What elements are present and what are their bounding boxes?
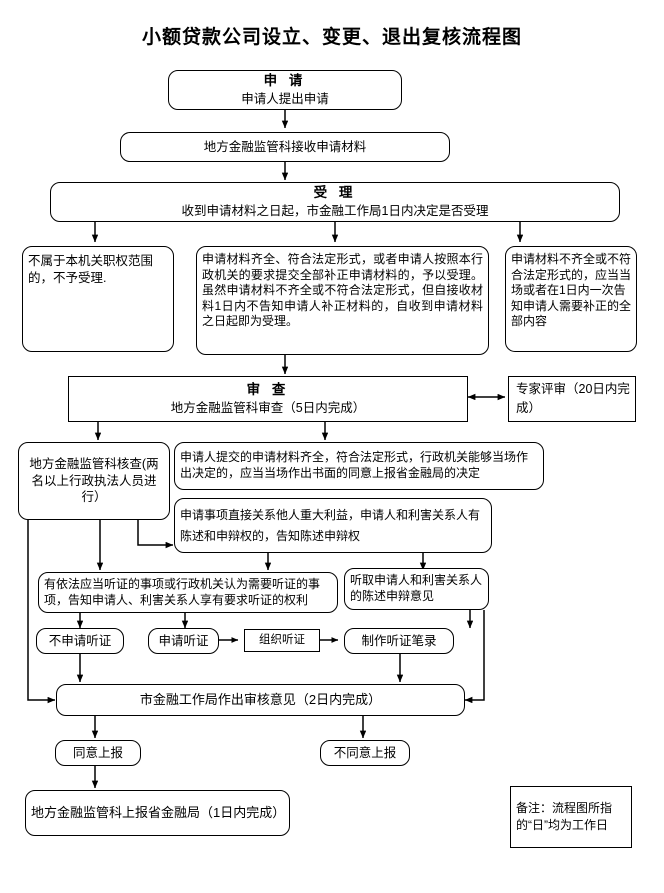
node-apply[interactable]: 申 请 申请人提出申请 bbox=[168, 70, 402, 110]
node-accept-body: 收到申请材料之日起，市金融工作局1日内决定是否受理 bbox=[181, 204, 489, 219]
node-request-hearing[interactable]: 申请听证 bbox=[148, 628, 219, 654]
node-disagree-report-body: 不同意上报 bbox=[333, 745, 397, 760]
node-materials-complete-body: 申请材料齐全、符合法定形式，或者申请人按照本行政机关的要求提交全部补正申请材料的… bbox=[202, 252, 483, 329]
node-remark: 备注：流程图所指的“日”均为工作日 bbox=[510, 786, 632, 848]
node-bureau-opinion-body: 市金融工作局作出审核意见（2日内完成） bbox=[139, 692, 382, 708]
node-no-hearing-body: 不申请听证 bbox=[48, 633, 112, 648]
node-statement-right[interactable]: 申请事项直接关系他人重大利益，申请人和利害关系人有陈述和申辩权的，告知陈述申辩权 bbox=[174, 498, 492, 553]
node-materials-incomplete[interactable]: 申请材料不齐全或不符合法定形式的，应当当场或者在1日内一次告知申请人需要补正的全… bbox=[505, 246, 637, 352]
node-report-province[interactable]: 地方金融监管科上报省金融局（1日内完成） bbox=[25, 790, 290, 836]
node-request-hearing-body: 申请听证 bbox=[158, 633, 209, 648]
node-hear-opinion[interactable]: 听取申请人和利害关系人的陈述申辩意见 bbox=[344, 568, 489, 610]
node-hearing-record-body: 制作听证笔录 bbox=[361, 633, 437, 648]
node-hearing-right-body: 有依法应当听证的事项或行政机关认为需要听证的事项，告知申请人、利害关系人享有要求… bbox=[44, 576, 321, 607]
node-verify[interactable]: 地方金融监管科核查(两名以上行政执法人员进行） bbox=[18, 442, 170, 520]
node-expert-review[interactable]: 专家评审（20日内完成） bbox=[508, 376, 636, 422]
node-report-province-body: 地方金融监管科上报省金融局（1日内完成） bbox=[31, 805, 286, 821]
node-materials-complete[interactable]: 申请材料齐全、符合法定形式，或者申请人按照本行政机关的要求提交全部补正申请材料的… bbox=[196, 246, 489, 355]
node-agree-report[interactable]: 同意上报 bbox=[55, 740, 141, 766]
node-out-of-scope[interactable]: 不属于本机关职权范围的，不予受理. bbox=[22, 246, 174, 352]
node-organize-hearing[interactable]: 组织听证 bbox=[244, 629, 320, 652]
node-onsite-decision[interactable]: 申请人提交的申请材料齐全，符合法定形式，行政机关能够当场作出决定的，应当当场作出… bbox=[174, 442, 544, 490]
node-disagree-report[interactable]: 不同意上报 bbox=[320, 740, 410, 766]
node-apply-header: 申 请 bbox=[263, 72, 307, 88]
node-materials-incomplete-body: 申请材料不齐全或不符合法定形式的，应当当场或者在1日内一次告知申请人需要补正的全… bbox=[511, 252, 632, 329]
node-receive-materials[interactable]: 地方金融监管科接收申请材料 bbox=[120, 132, 450, 162]
node-apply-body: 申请人提出申请 bbox=[241, 92, 329, 107]
node-remark-body: 备注：流程图所指的“日”均为工作日 bbox=[516, 800, 613, 832]
node-review[interactable]: 审 查 地方金融监管科审查（5日内完成） bbox=[68, 376, 468, 422]
node-expert-review-body: 专家评审（20日内完成） bbox=[516, 382, 630, 415]
node-verify-body: 地方金融监管科核查(两名以上行政执法人员进行） bbox=[29, 456, 159, 505]
node-hearing-right[interactable]: 有依法应当听证的事项或行政机关认为需要听证的事项，告知申请人、利害关系人享有要求… bbox=[38, 572, 338, 613]
node-hearing-record[interactable]: 制作听证笔录 bbox=[344, 628, 454, 654]
node-bureau-opinion[interactable]: 市金融工作局作出审核意见（2日内完成） bbox=[56, 684, 465, 716]
page-title: 小额贷款公司设立、变更、退出复核流程图 bbox=[141, 27, 522, 48]
node-receive-materials-body: 地方金融监管科接收申请材料 bbox=[203, 139, 367, 154]
node-out-of-scope-body: 不属于本机关职权范围的，不予受理. bbox=[28, 254, 154, 285]
node-accept-header: 受 理 bbox=[313, 184, 357, 200]
node-onsite-decision-body: 申请人提交的申请材料齐全，符合法定形式，行政机关能够当场作出决定的，应当当场作出… bbox=[180, 450, 529, 480]
node-organize-hearing-body: 组织听证 bbox=[259, 633, 305, 646]
node-hear-opinion-body: 听取申请人和利害关系人的陈述申辩意见 bbox=[350, 573, 483, 603]
node-statement-right-body: 申请事项直接关系他人重大利益，申请人和利害关系人有陈述和申辩权的，告知陈述申辩权 bbox=[180, 507, 481, 543]
node-no-hearing[interactable]: 不申请听证 bbox=[36, 628, 124, 654]
node-agree-report-body: 同意上报 bbox=[72, 745, 123, 760]
node-review-body: 地方金融监管科审查（5日内完成） bbox=[170, 401, 366, 416]
node-accept[interactable]: 受 理 收到申请材料之日起，市金融工作局1日内决定是否受理 bbox=[50, 182, 620, 222]
node-review-header: 审 查 bbox=[246, 381, 290, 397]
